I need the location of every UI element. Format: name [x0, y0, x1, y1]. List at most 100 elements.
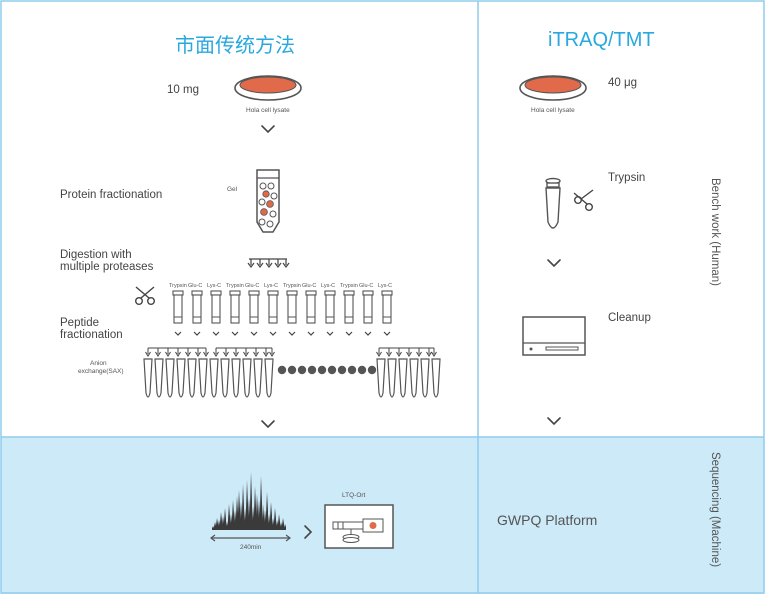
chevron-right-icon [304, 525, 313, 539]
petri-dish-icon [234, 75, 302, 101]
chevron-down-icon [261, 125, 275, 134]
fraction-tube-icon [154, 358, 164, 398]
cleanup-instrument-icon [522, 316, 586, 356]
gel-column-icon [256, 169, 280, 233]
dot [287, 365, 297, 375]
enzyme-tube-icon [343, 290, 355, 324]
chevron-down-icon [364, 331, 372, 336]
right-amount: 40 μg [608, 77, 638, 89]
chevron-down-icon [261, 420, 275, 429]
left-panel-title: 市面传统方法 [175, 35, 295, 57]
fraction-tube-icon [220, 358, 230, 398]
chevron-down-icon [231, 331, 239, 336]
enzyme-label: Trypsin [283, 283, 301, 289]
fraction-tube-icon [409, 358, 419, 398]
step-cleanup: Cleanup [608, 312, 651, 324]
platform-label: GWPQ Platform [497, 512, 598, 528]
chevron-down-icon [345, 331, 353, 336]
enzyme-tube-icon [172, 290, 184, 324]
left-amount: 10 mg [167, 84, 199, 96]
sequencing-label: Sequencing (Machine) [709, 452, 721, 568]
chevron-down-icon [288, 331, 296, 336]
dot [277, 365, 287, 375]
bench-work-label: Bench work (Human) [709, 178, 721, 287]
step-digestion-line1: Digestion with [60, 249, 132, 261]
fraction-tube-icon [198, 358, 208, 398]
chromatogram-icon [210, 472, 291, 542]
dot [317, 365, 327, 375]
chevron-down-icon [174, 331, 182, 336]
step-peptide-line2: fractionation [60, 329, 123, 341]
fraction-tube-icon [420, 358, 430, 398]
fraction-tube-icon [187, 358, 197, 398]
dot [307, 365, 317, 375]
enzyme-tube-icon [248, 290, 260, 324]
dot [327, 365, 337, 375]
gel-label: Gel [227, 186, 238, 193]
split-arrows [376, 347, 437, 357]
chevron-down-icon [326, 331, 334, 336]
step-trypsin: Trypsin [608, 172, 646, 184]
anion-label-line1: Anion [90, 360, 107, 367]
enzyme-tube-icon [305, 290, 317, 324]
dot [357, 365, 367, 375]
enzyme-label: Glu-C [245, 283, 260, 289]
fraction-tube-icon [398, 358, 408, 398]
fraction-tube-icon [253, 358, 263, 398]
enzyme-label: Lys-C [207, 283, 222, 289]
enzyme-label: Lys-C [264, 283, 279, 289]
fraction-tube-icon [165, 358, 175, 398]
enzyme-label: Trypsin [226, 283, 244, 289]
time-label: 240min [240, 544, 262, 551]
fraction-tube-icon [431, 358, 441, 398]
fraction-tube-icon [376, 358, 386, 398]
chevron-down-icon [547, 259, 561, 268]
enzyme-label: Lys-C [321, 283, 336, 289]
anion-label-line2: exchange(SAX) [78, 368, 124, 375]
fraction-tube-icon [264, 358, 274, 398]
split-arrows [247, 258, 290, 268]
chevron-down-icon [212, 331, 220, 336]
fraction-tube-icon [176, 358, 186, 398]
mass-spectrometer-icon [324, 504, 394, 549]
step-peptide-line1: Peptide [60, 317, 100, 329]
dot [347, 365, 357, 375]
chevron-down-icon [307, 331, 315, 336]
step-protein-fractionation: Protein fractionation [60, 189, 163, 201]
enzyme-label: Trypsin [169, 283, 187, 289]
enzyme-tube-icon [362, 290, 374, 324]
enzyme-label: Glu-C [302, 283, 317, 289]
enzyme-tube-icon [210, 290, 222, 324]
chevron-down-icon [193, 331, 201, 336]
split-arrows [145, 347, 209, 357]
left-lysate-label: Hola cell lysate [246, 107, 290, 114]
ellipsis-dots [277, 365, 377, 375]
enzyme-label: Glu-C [359, 283, 374, 289]
enzyme-tube-icon [267, 290, 279, 324]
sax-fraction-tubes [143, 358, 441, 398]
chevron-down-icon [547, 417, 561, 426]
right-lysate-label: Hola cell lysate [531, 107, 575, 114]
enzyme-tube-icon [286, 290, 298, 324]
enzyme-tube-icon [324, 290, 336, 324]
enzyme-tube-row [172, 290, 393, 324]
fraction-tube-icon [242, 358, 252, 398]
enzyme-label: Glu-C [188, 283, 203, 289]
eppendorf-tube-icon [545, 177, 561, 229]
enzyme-tube-icon [381, 290, 393, 324]
split-arrows [213, 347, 275, 357]
sax-arrow-groups [145, 347, 437, 357]
ms-label: LTQ-Ort [342, 492, 366, 499]
step-digestion-line2: multiple proteases [60, 261, 154, 273]
chevron-down-icon [250, 331, 258, 336]
enzyme-label: Trypsin [340, 283, 358, 289]
fraction-tube-icon [231, 358, 241, 398]
dot [297, 365, 307, 375]
scissors-icon [573, 189, 594, 211]
fraction-tube-icon [209, 358, 219, 398]
enzyme-label: Lys-C [378, 283, 393, 289]
right-panel-title: iTRAQ/TMT [548, 29, 655, 51]
